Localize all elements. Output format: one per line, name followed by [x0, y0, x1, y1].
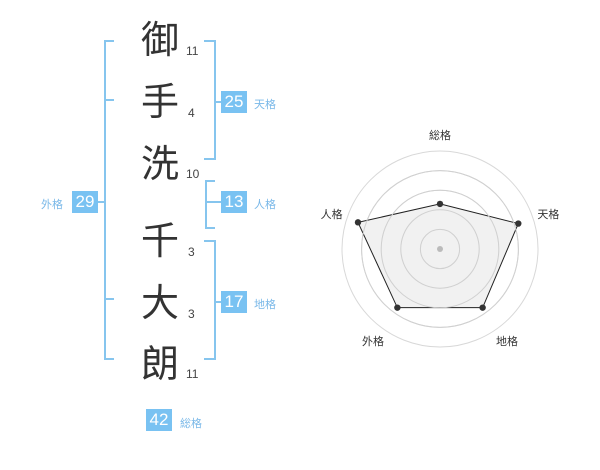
kanji-char: 手: [140, 80, 179, 124]
bracket-line: [205, 180, 207, 229]
stroke-count: 11: [186, 367, 199, 381]
bracket-line: [214, 301, 222, 303]
radar-ring-inner: [400, 209, 480, 289]
bracket-line: [204, 240, 216, 242]
radar-axis-label: 外格: [362, 334, 384, 348]
radar-point: [515, 220, 522, 227]
bracket-line: [214, 40, 216, 160]
bracket-line: [98, 201, 106, 203]
radar-point: [394, 304, 401, 311]
radar-center: [437, 246, 443, 252]
gaikaku-label: 外格: [41, 198, 63, 211]
bracket-line: [104, 40, 106, 360]
bracket-line: [205, 180, 215, 182]
bracket-line: [204, 158, 216, 160]
bracket-line: [104, 298, 114, 300]
tenkaku-value: 25: [221, 91, 247, 113]
soukaku-label: 総格: [180, 417, 202, 430]
radar-axis-label: 天格: [537, 207, 559, 221]
chikaku-label: 地格: [254, 298, 276, 311]
chikaku-value: 17: [221, 291, 247, 313]
kanji-char: 千: [140, 219, 179, 263]
bracket-line: [214, 101, 222, 103]
soukaku-value: 42: [146, 409, 172, 431]
kanji-char: 御: [140, 18, 179, 62]
kanji-char: 大: [140, 281, 179, 325]
bracket-line: [205, 201, 222, 203]
bracket-line: [205, 227, 215, 229]
kanji-char: 朗: [140, 342, 179, 386]
stroke-count: 4: [188, 106, 195, 120]
stroke-count: 11: [186, 44, 199, 58]
radar-point: [354, 219, 362, 226]
radar-point: [436, 200, 444, 208]
jinkaku-value: 13: [221, 191, 247, 213]
radar-ring-inner: [419, 228, 461, 270]
radar-axis-label: 人格: [321, 207, 343, 221]
stroke-count: 10: [186, 167, 200, 181]
jinkaku-label: 人格: [254, 198, 276, 211]
bracket-line: [104, 358, 114, 360]
kanji-char: 洗: [140, 142, 179, 186]
bracket-line: [104, 99, 114, 101]
radar-point: [479, 304, 486, 311]
stroke-count: 3: [188, 307, 195, 321]
bracket-line: [104, 40, 114, 42]
gaikaku-value: 29: [72, 191, 98, 213]
tenkaku-label: 天格: [254, 98, 276, 111]
stroke-count: 3: [188, 245, 195, 259]
bracket-line: [214, 240, 216, 360]
radar-axis-label: 総格: [429, 128, 451, 142]
bracket-line: [204, 40, 216, 42]
bracket-line: [204, 358, 216, 360]
radar-ring-inner: [380, 189, 500, 309]
radar-axis-label: 地格: [496, 334, 518, 348]
radar-ring-inner: [361, 170, 519, 328]
